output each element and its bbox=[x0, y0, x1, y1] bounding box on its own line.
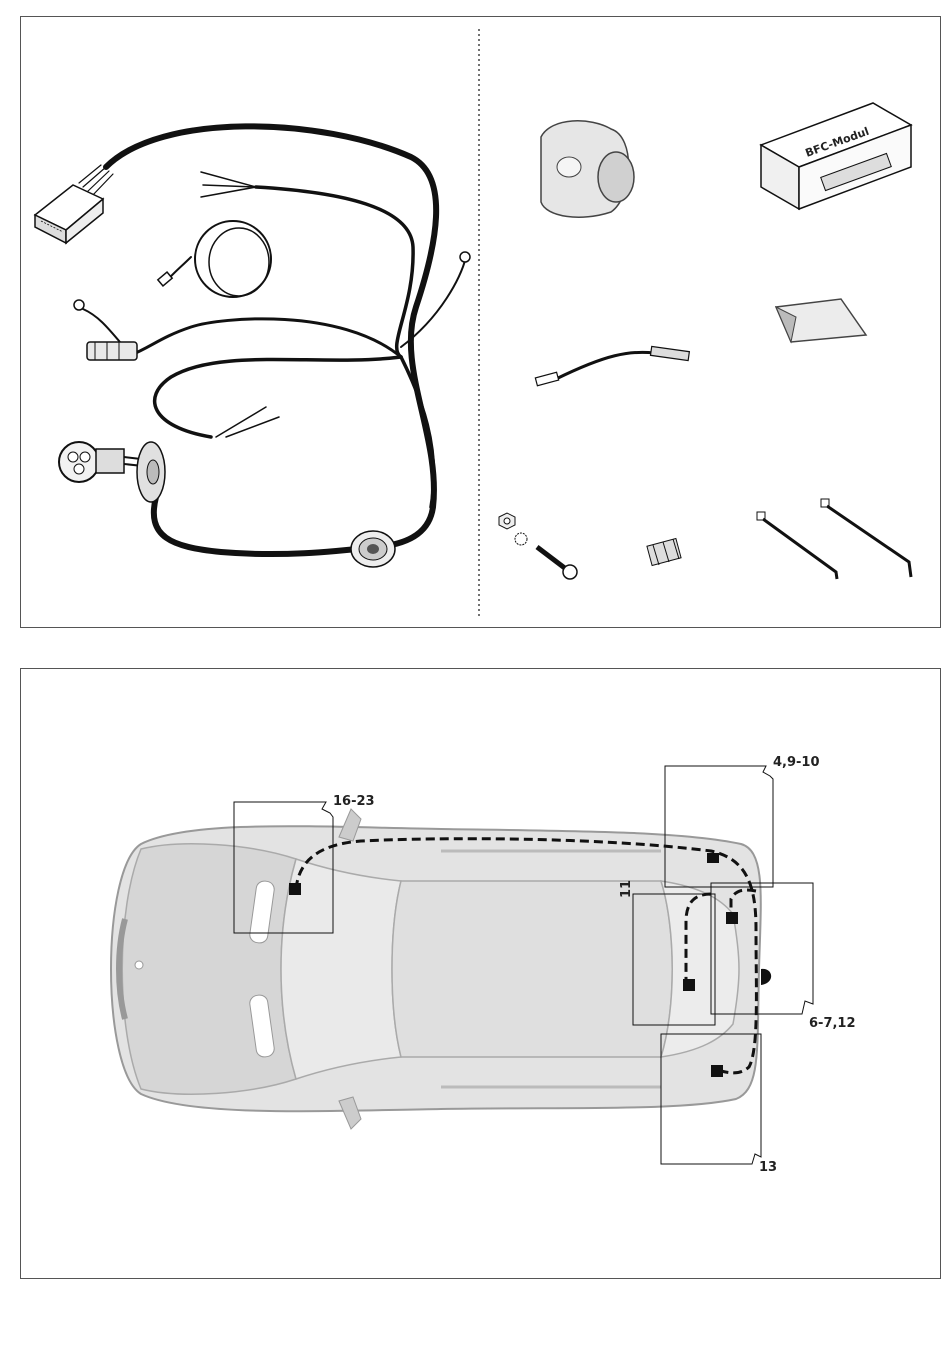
callout-rear-bottom-label: 13 bbox=[759, 1160, 777, 1175]
adhesive-pad bbox=[776, 299, 866, 342]
socket-housing bbox=[541, 121, 634, 217]
wiring-harness bbox=[79, 126, 466, 554]
callout-rear-top-label: 4,9-10 bbox=[773, 755, 820, 770]
screw-set bbox=[499, 513, 577, 579]
callout-rear-right-label: 6-7,12 bbox=[809, 1016, 856, 1031]
installation-panel: 16-23 4,9-10 11 6-7,12 13 bbox=[20, 668, 941, 1279]
socket-plug bbox=[59, 442, 165, 502]
car-top-view bbox=[111, 809, 761, 1129]
vehicle-connector bbox=[35, 185, 103, 243]
grommet bbox=[351, 531, 395, 567]
parts-panel: BFC-Modul bbox=[20, 16, 941, 628]
cable-ties bbox=[757, 499, 911, 579]
parts-drawing: BFC-Modul bbox=[21, 17, 942, 629]
callout-front-label: 16-23 bbox=[333, 794, 375, 809]
extension-wire bbox=[535, 346, 689, 385]
callout-rear-mid-label: 11 bbox=[619, 880, 634, 898]
installation-diagram: 16-23 4,9-10 11 6-7,12 13 bbox=[21, 669, 942, 1280]
bfc-module: BFC-Modul bbox=[761, 103, 911, 209]
relay-connector bbox=[87, 342, 137, 360]
cable-clip bbox=[647, 538, 681, 565]
